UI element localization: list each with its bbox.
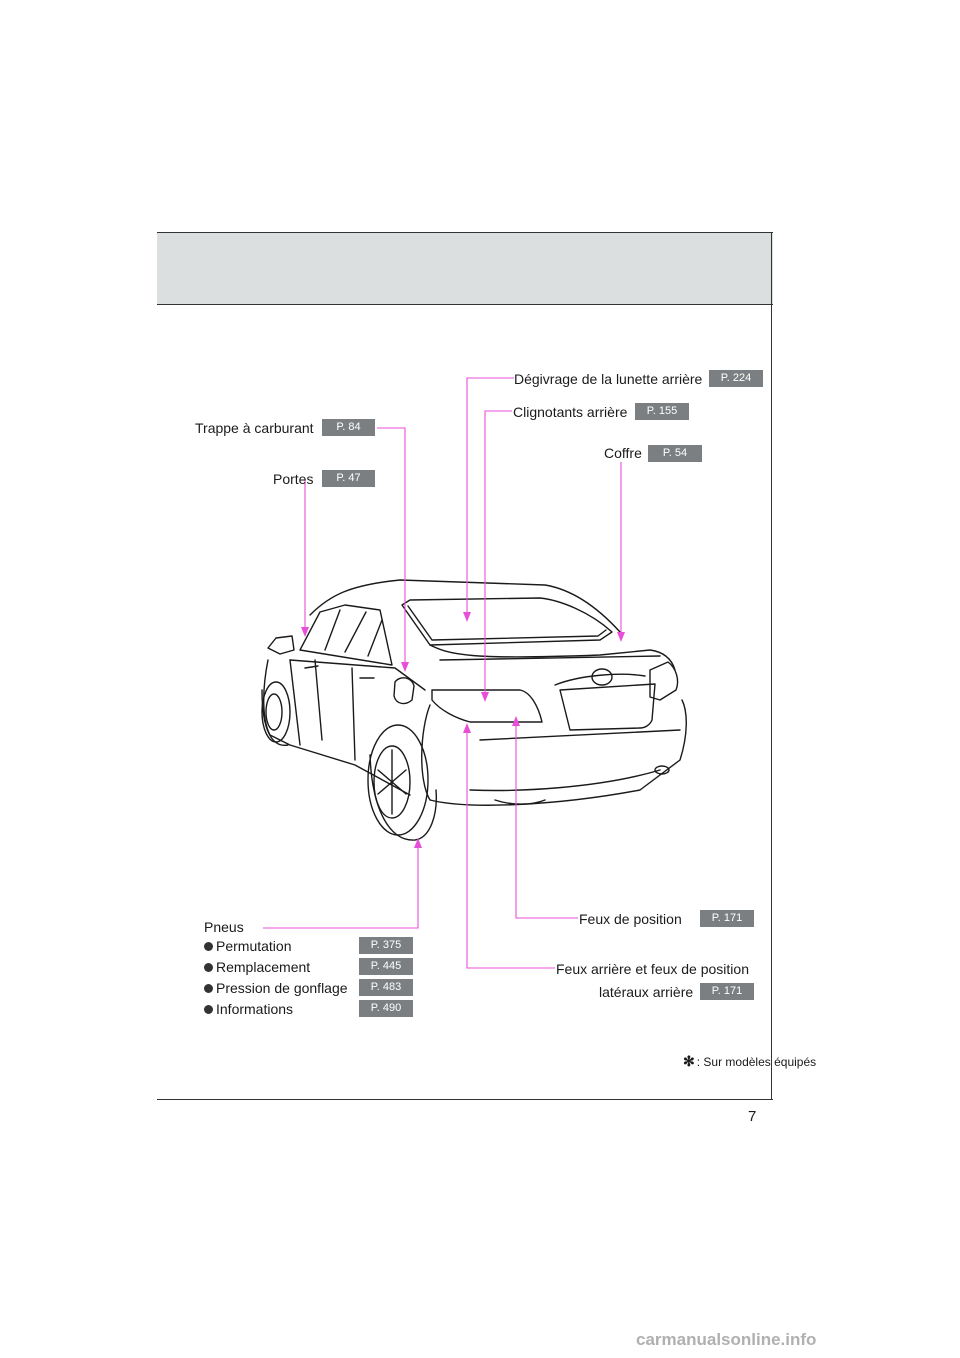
pneus-item-informations: Informations	[216, 1001, 294, 1017]
label-feux-position: Feux de position	[579, 911, 682, 927]
asterisk-icon: ✻	[683, 1053, 695, 1069]
pneus-leader	[263, 840, 419, 929]
pneus-item-pression: Pression de gonflage	[216, 980, 348, 996]
trappe-leader	[377, 427, 406, 670]
watermark: carmanualsonline.info	[636, 1330, 817, 1349]
bullet-icon	[204, 942, 213, 951]
page-ref-coffre[interactable]: P. 54	[648, 445, 702, 462]
label-portes: Portes	[273, 471, 314, 487]
bullet-icon	[204, 963, 213, 972]
pneus-item-permutation: Permutation	[216, 938, 292, 954]
bullet-icon	[204, 1005, 213, 1014]
label-feux-arriere-line1: Feux arrière et feux de position	[556, 961, 749, 977]
page-ref-informations[interactable]: P. 490	[359, 1000, 413, 1017]
bullet-icon	[204, 984, 213, 993]
pneus-item-remplacement: Remplacement	[216, 959, 311, 975]
label-degivrage: Dégivrage de la lunette arrière	[514, 371, 703, 387]
page-ref-pression[interactable]: P. 483	[359, 979, 413, 996]
page-ref-permutation[interactable]: P. 375	[359, 937, 413, 954]
page-ref-trappe[interactable]: P. 84	[322, 419, 375, 436]
label-clignotants: Clignotants arrière	[513, 404, 628, 420]
label-coffre: Coffre	[604, 445, 642, 461]
page-ref-feux-position[interactable]: P. 171	[700, 910, 754, 927]
feux-position-leader	[515, 718, 578, 919]
feux-arriere-leader	[466, 725, 555, 969]
page-ref-remplacement[interactable]: P. 445	[359, 958, 413, 975]
label-pneus: Pneus	[204, 919, 244, 935]
label-feux-arriere-line2: latéraux arrière	[599, 984, 694, 1000]
bottom-rule	[157, 1099, 773, 1100]
page-ref-feux-arriere[interactable]: P. 171	[700, 983, 754, 1000]
page-frame	[157, 232, 772, 1100]
clignotants-leader	[484, 410, 512, 700]
car-rear-view	[261, 579, 687, 841]
footnote-text: : Sur modèles équipés	[696, 1055, 817, 1069]
footnote: ✻: Sur modèles équipés	[683, 1053, 816, 1070]
page-ref-portes[interactable]: P. 47	[322, 470, 375, 487]
page-number: 7	[748, 1108, 757, 1125]
header-band	[157, 232, 773, 305]
page-ref-degivrage[interactable]: P. 224	[709, 370, 763, 387]
label-trappe: Trappe à carburant	[195, 420, 314, 436]
callout-lines	[263, 377, 622, 969]
page-ref-clignotants[interactable]: P. 155	[635, 403, 689, 420]
degivrage-leader	[466, 377, 514, 620]
callout-arrowheads	[301, 612, 625, 848]
